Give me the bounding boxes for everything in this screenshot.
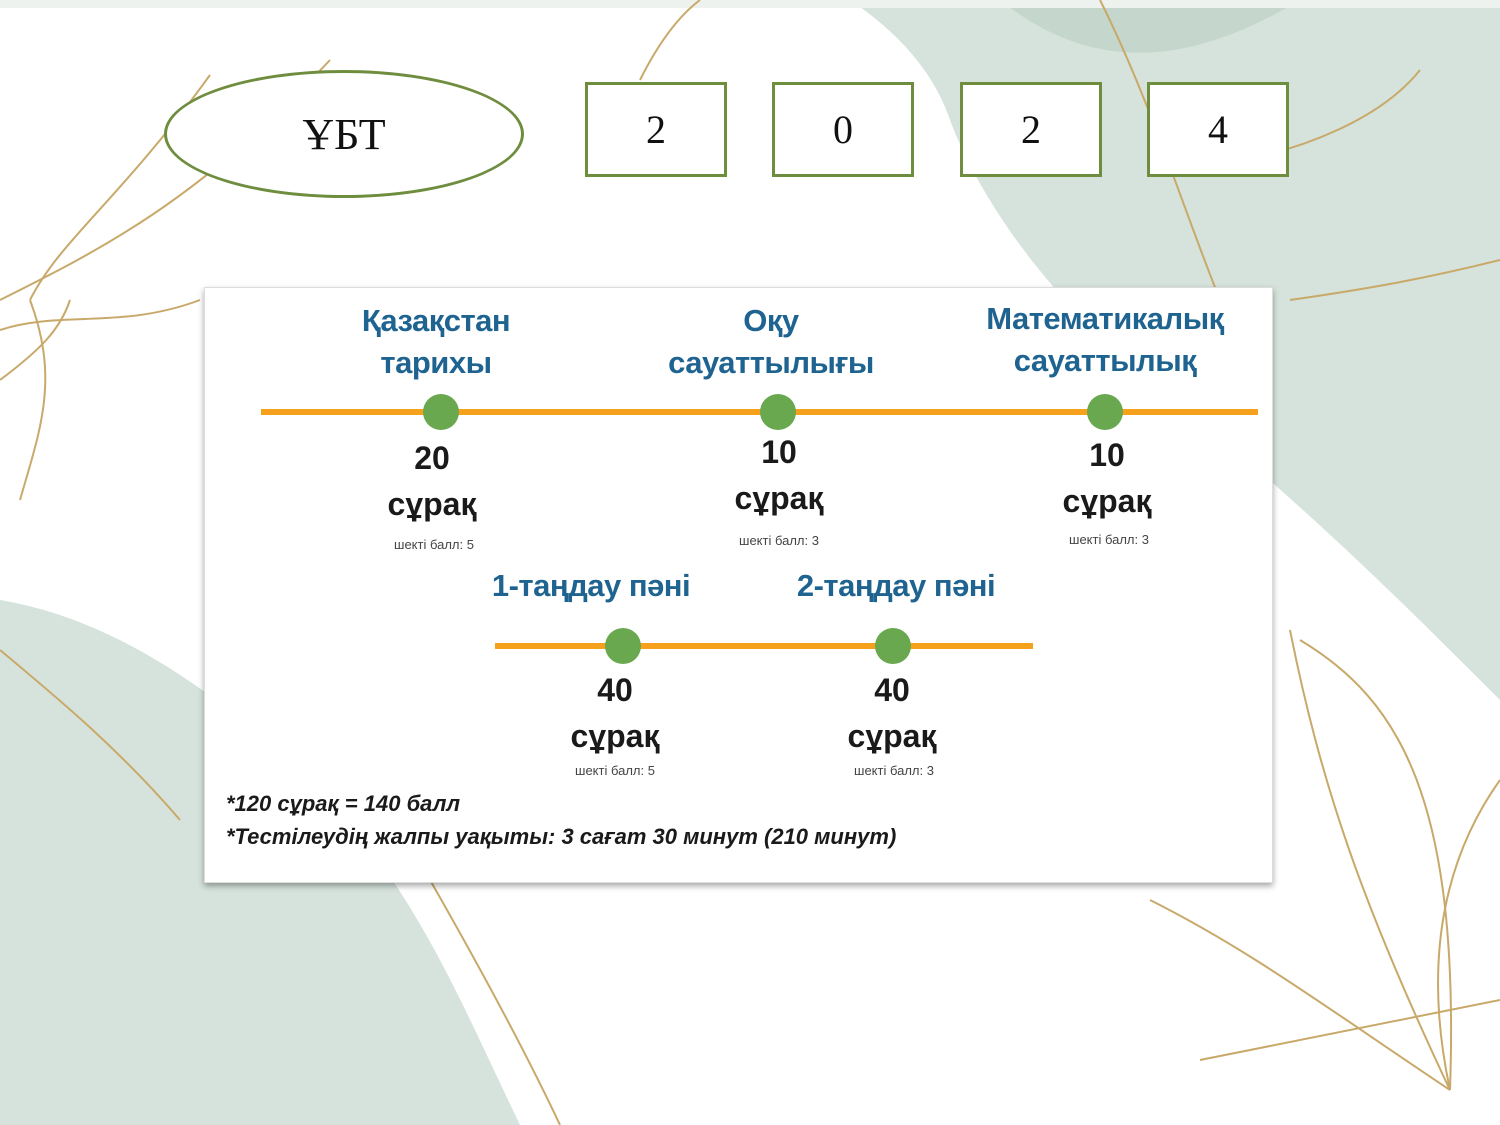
timeline-line — [495, 643, 1033, 649]
question-unit: сұрақ — [387, 486, 477, 522]
year-digit-box: 2 — [960, 82, 1102, 177]
total-score-note: *120 сұрақ = 140 балл — [226, 791, 461, 816]
year-digit: 2 — [646, 107, 666, 152]
elective-heading: 2-таңдау пәні — [796, 568, 996, 603]
question-count: 10 — [761, 434, 797, 470]
timeline-dot — [423, 394, 459, 430]
threshold-label: шекті балл: 3 — [854, 763, 934, 778]
year-digit: 2 — [1021, 107, 1041, 152]
question-count: 40 — [874, 672, 910, 708]
timeline-dot — [605, 628, 641, 664]
question-unit: сұрақ — [1062, 483, 1152, 519]
question-count: 10 — [1089, 437, 1125, 473]
question-unit: сұрақ — [734, 480, 824, 516]
question-count: 20 — [414, 440, 450, 476]
ubt-title: ҰБТ — [302, 109, 386, 159]
year-digit-box: 4 — [1147, 82, 1289, 177]
question-unit: сұрақ — [570, 718, 660, 754]
threshold-label: шекті балл: 3 — [1069, 532, 1149, 547]
threshold-label: шекті балл: 5 — [575, 763, 655, 778]
timeline-line — [261, 409, 1258, 415]
elective-heading: 1-таңдау пәні — [491, 568, 691, 603]
year-digit: 0 — [833, 107, 853, 152]
question-unit: сұрақ — [847, 718, 937, 754]
timeline-dot — [875, 628, 911, 664]
timeline-dot — [760, 394, 796, 430]
year-digit: 4 — [1208, 107, 1228, 152]
threshold-label: шекті балл: 3 — [739, 533, 819, 548]
threshold-label: шекті балл: 5 — [394, 537, 474, 552]
total-time-note: *Тестілеудің жалпы уақыты: 3 сағат 30 ми… — [226, 824, 897, 849]
question-count: 40 — [597, 672, 633, 708]
year-digit-box: 0 — [772, 82, 914, 177]
year-digit-box: 2 — [585, 82, 727, 177]
timeline-dot — [1087, 394, 1123, 430]
ubt-title-oval: ҰБТ — [164, 70, 524, 198]
